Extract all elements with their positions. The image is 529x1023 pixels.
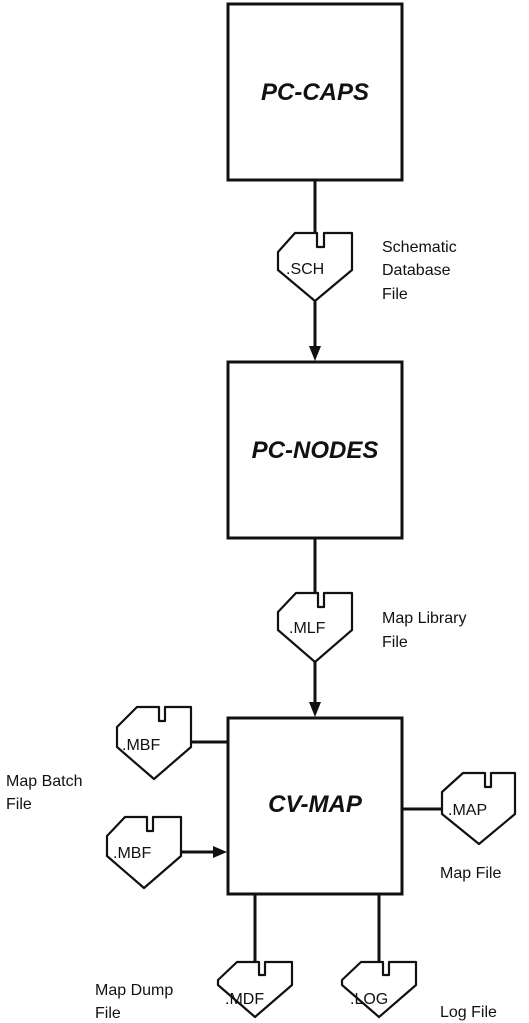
pc-caps-box xyxy=(226,2,404,182)
mdf-file-label: .MDF xyxy=(225,991,264,1008)
log-file-label: .LOG xyxy=(350,991,388,1008)
sch-file-tag: .SCH xyxy=(276,231,354,303)
mbf-bottom-file-tag: .MBF xyxy=(105,815,183,890)
log-file-shape xyxy=(340,960,418,1019)
mbf-top-file-label: .MBF xyxy=(122,737,160,754)
mdf-file-tag: .MDF xyxy=(216,960,294,1019)
mbf-top-file-shape xyxy=(115,705,193,781)
pc-nodes-box xyxy=(226,360,404,540)
log-file-tag: .LOG xyxy=(340,960,418,1019)
map-file-tag: .MAP xyxy=(440,771,517,846)
map-file-label: .MAP xyxy=(448,802,487,819)
map-batch-note: Map Batch File xyxy=(6,773,82,813)
schematic-note-line-3: File xyxy=(382,286,408,303)
map-dump-note-line-1: Map Dump xyxy=(95,982,173,999)
map-file-note: Map File xyxy=(440,865,501,882)
mlf-file-label: .MLF xyxy=(289,620,326,637)
mlf-file-shape xyxy=(276,591,354,664)
map-batch-note-line-2: File xyxy=(6,796,32,813)
schematic-note: Schematic Database File xyxy=(382,239,457,303)
map-library-note: Map Library File xyxy=(382,610,466,651)
schematic-note-line-1: Schematic xyxy=(382,239,457,256)
pc-caps-title: PC-CAPS xyxy=(261,79,369,106)
map-library-note-line-1: Map Library xyxy=(382,610,466,627)
mdf-file-shape xyxy=(216,960,294,1019)
cv-map-title: CV-MAP xyxy=(268,791,363,818)
cv-map-box xyxy=(226,716,404,896)
mbf-bottom-file-shape xyxy=(105,815,183,890)
mbf-bottom-file-label: .MBF xyxy=(113,845,151,862)
mbf-top-file-tag: .MBF xyxy=(115,705,193,781)
map-batch-note-line-1: Map Batch xyxy=(6,773,82,790)
map-file-shape xyxy=(440,771,517,846)
mlf-file-tag: .MLF xyxy=(276,591,354,664)
schematic-note-line-2: Database xyxy=(382,262,451,279)
arrowhead-mbf-to-cvmap xyxy=(213,846,227,858)
arrowhead-to-cvmap xyxy=(309,702,321,717)
map-dump-note-line-2: File xyxy=(95,1005,121,1022)
log-file-note: Log File xyxy=(440,1004,497,1021)
sch-file-shape xyxy=(276,231,354,303)
map-dump-note: Map Dump File xyxy=(95,982,173,1022)
arrowhead-to-nodes xyxy=(309,346,321,361)
map-library-note-line-2: File xyxy=(382,634,408,651)
pc-nodes-title: PC-NODES xyxy=(252,437,379,464)
sch-file-label: .SCH xyxy=(286,261,324,278)
